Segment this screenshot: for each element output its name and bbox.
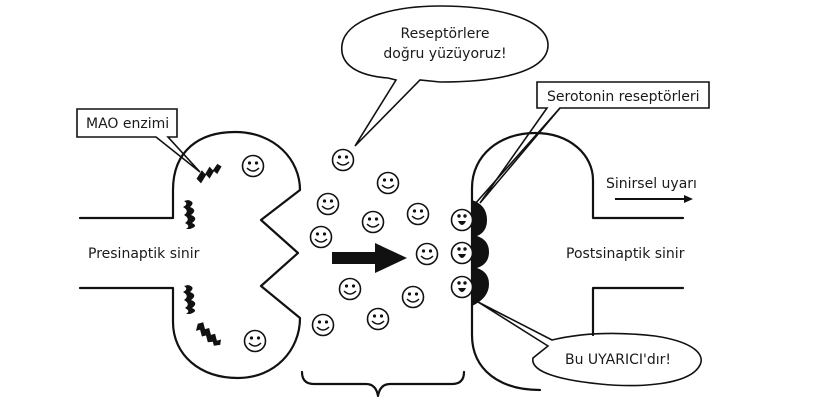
speech-bubble-top: Reseptörlere doğru yüzüyoruz! [341,5,549,147]
serotonin-receptors [472,200,489,306]
serotonin-molecule [406,202,430,226]
bound-serotonin-molecule [450,241,474,265]
serotonin-molecule [311,313,335,337]
receptors-label: Serotonin reseptörleri [547,89,699,105]
mao-enzyme [183,200,196,229]
movement-arrow [332,243,407,273]
mao-callout: MAO enzimi [76,108,201,173]
mao-enzyme [183,285,196,314]
serotonin-molecule [361,210,385,234]
serotonin-molecule [415,242,439,266]
presynaptic-label: Presinaptik sinir [88,246,200,262]
bubble-bottom-text: Bu UYARICI'dır! [565,352,671,368]
serotonin-molecule [376,171,400,195]
serotonin-molecules [241,148,474,353]
serotonin-molecule [316,192,340,216]
postsynaptic-label: Postsinaptik sinir [566,246,685,262]
mao-label: MAO enzimi [86,116,169,132]
presynaptic-outline [78,130,302,380]
serotonin-molecule [241,154,265,178]
signal-arrow [615,195,693,203]
serotonin-molecule [338,277,362,301]
serotonin-molecule [243,329,267,353]
mao-enzyme [195,322,221,346]
receptor-callout: Serotonin reseptörleri [473,81,710,206]
synaptic-cleft-brace [300,370,466,398]
postsynaptic-outline [470,131,685,392]
signal-label: Sinirsel uyarı [606,176,697,192]
serotonin-molecule [309,225,333,249]
presynaptic-neuron: Presinaptik sinir [78,130,302,380]
bound-serotonin-molecule [450,275,474,299]
bubble-top-line2: doğru yüzüyoruz! [383,46,506,62]
mao-enzyme [196,163,222,184]
speech-bubble-bottom: Bu UYARICI'dır! [477,301,702,387]
bound-serotonin-molecule [450,208,474,232]
serotonin-molecule [331,148,355,172]
bubble-top-line1: Reseptörlere [401,26,490,42]
serotonin-molecule [401,285,425,309]
postsynaptic-neuron: Postsinaptik sinir Sinirsel uyarı [470,131,697,392]
serotonin-molecule [366,307,390,331]
